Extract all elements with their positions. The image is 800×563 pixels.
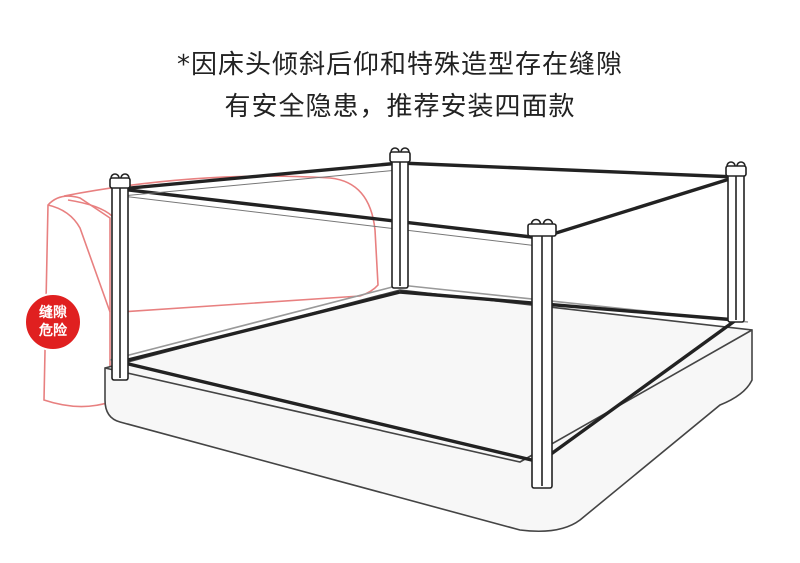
- post-back-right: [725, 161, 747, 323]
- post-front-left: [109, 173, 131, 381]
- badge-line-2: 危险: [39, 323, 67, 339]
- top-rails: [119, 161, 737, 240]
- caption-line-1: *因床头倾斜后仰和特殊造型存在缝隙: [176, 50, 623, 80]
- badge-label: 缝隙 危险: [28, 304, 78, 340]
- mesh-edges: [121, 169, 539, 247]
- caption-line-2: 有安全隐患，推荐安装四面款: [224, 92, 576, 122]
- post-front-right: [527, 218, 557, 489]
- post-back-left: [389, 147, 411, 289]
- mattress: [104, 284, 753, 533]
- gap-danger-badge: [24, 293, 82, 351]
- bottom-rails: [119, 290, 737, 464]
- badge-line-1: 缝隙: [39, 305, 67, 321]
- caption: *因床头倾斜后仰和特殊造型存在缝隙 有安全隐患，推荐安装四面款: [0, 44, 800, 128]
